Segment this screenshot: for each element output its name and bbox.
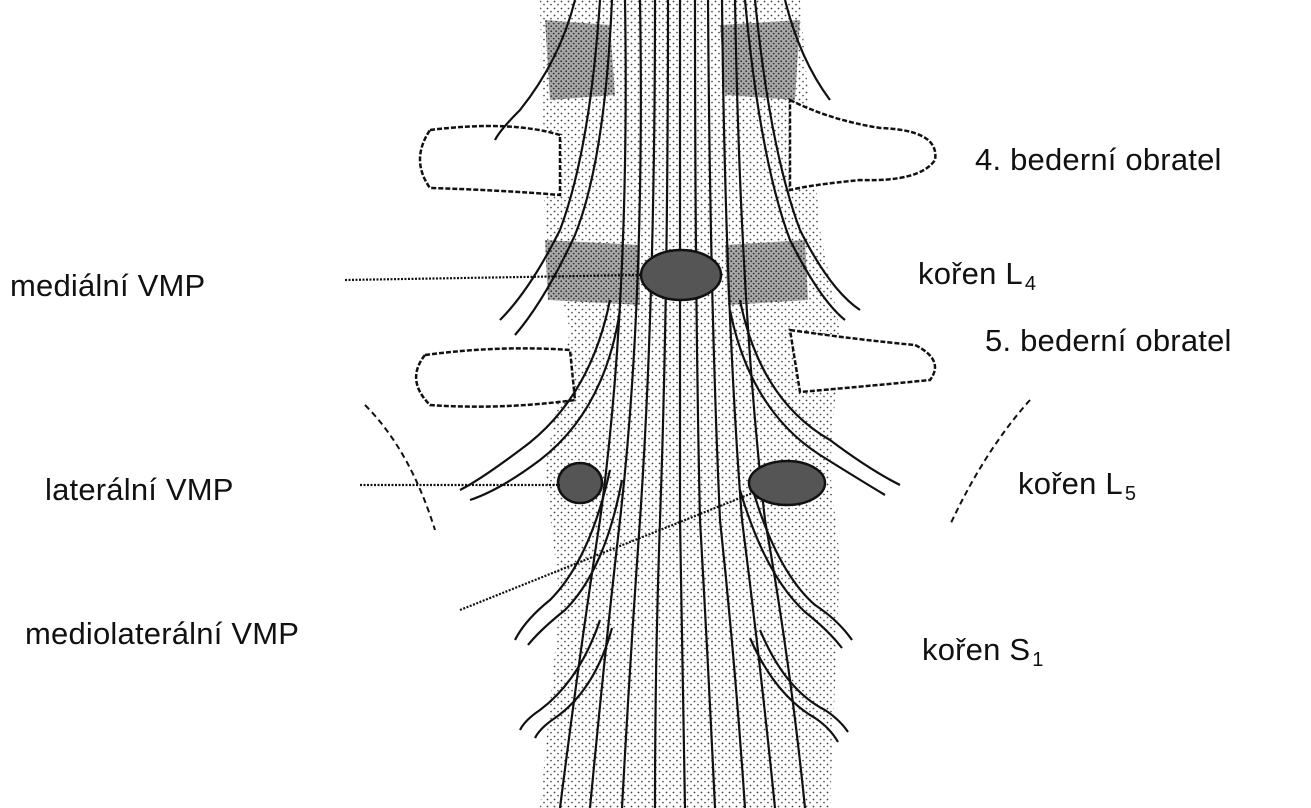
root-s1-sub: 1 xyxy=(1032,649,1043,671)
root-l5-sub: 5 xyxy=(1125,483,1136,505)
root-s1-prefix: kořen S xyxy=(922,632,1030,667)
herniation-mediolateral xyxy=(749,461,825,505)
label-mediolateral-vmp: mediolaterální VMP xyxy=(25,618,299,649)
label-vertebra-4: 4. bederní obratel xyxy=(975,144,1222,175)
label-medial-vmp: mediální VMP xyxy=(10,270,205,301)
root-l5-prefix: kořen L xyxy=(1018,466,1123,501)
label-vertebra-5: 5. bederní obratel xyxy=(985,325,1232,356)
label-lateral-vmp: laterální VMP xyxy=(45,474,234,505)
herniation-medial xyxy=(641,250,721,300)
herniation-lateral xyxy=(558,463,602,503)
root-l4-sub: 4 xyxy=(1025,273,1036,295)
root-l4-prefix: kořen L xyxy=(918,256,1023,291)
